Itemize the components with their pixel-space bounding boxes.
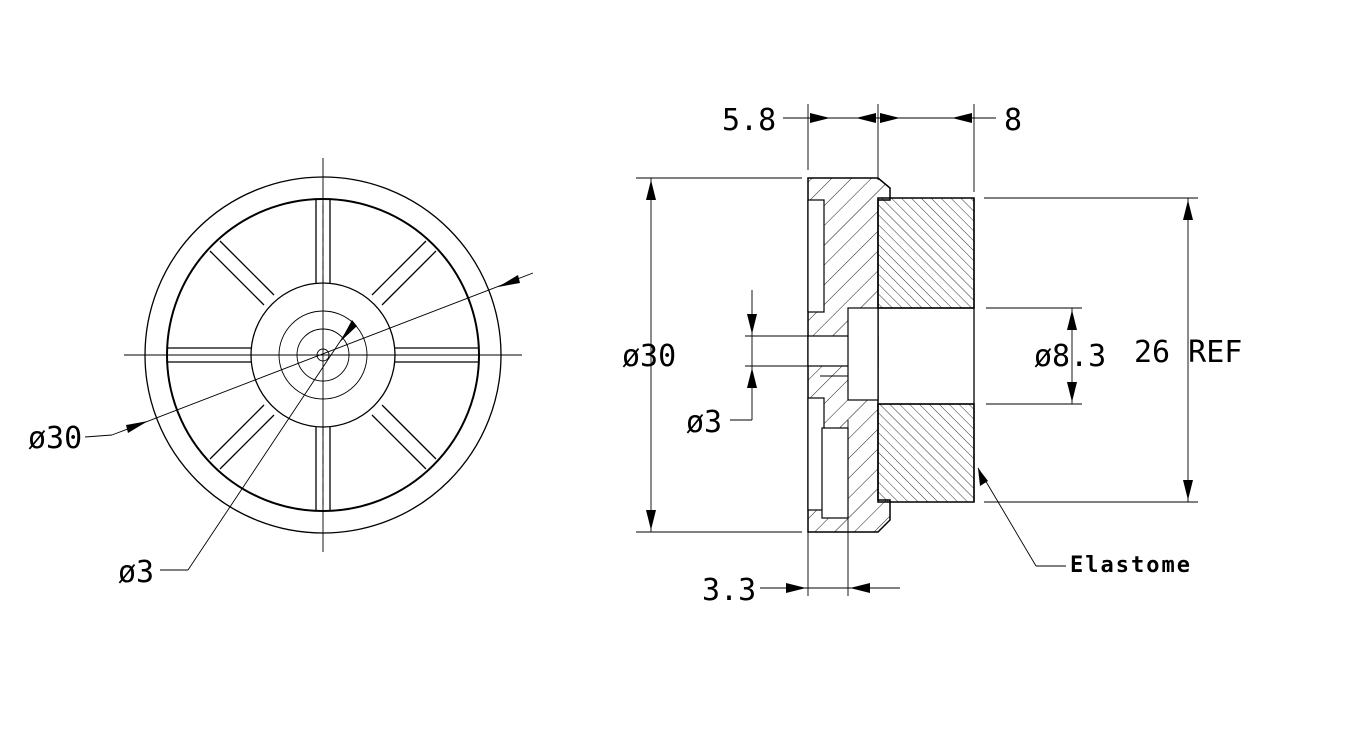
front-outer-circle [144,176,502,534]
side-dim-5-8-label: 5.8 [722,103,776,138]
side-dim-3-3-label: 3.3 [702,573,756,608]
side-dia3-label: ø3 [686,405,722,440]
side-material-label: Elastome [1070,553,1192,578]
front-boss-inner-circle [296,328,350,382]
front-view [84,158,534,571]
side-dia8-3-label: ø8.3 [1034,339,1106,374]
front-center-hole [316,348,330,362]
side-view [636,104,1198,596]
side-dia30-label: ø30 [622,339,676,374]
front-dia30-label: ø30 [28,421,82,456]
side-elastomer-top [877,197,975,309]
front-boss-circle [278,310,368,400]
front-dia3-label: ø3 [118,555,154,590]
front-ribs [168,200,478,510]
front-body-circle [166,198,480,512]
side-26ref-label: 26 REF [1134,335,1242,370]
side-dim-8-label: 8 [1004,103,1022,138]
front-dia3-leader [187,324,352,571]
side-elastomer-bottom [877,403,975,503]
front-dia30-leader [111,272,534,436]
